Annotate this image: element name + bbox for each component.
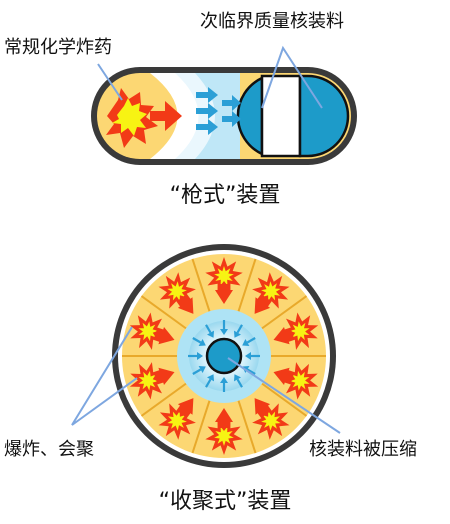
core-arrow-shaft [205, 324, 212, 334]
gun-type-device: 常规化学炸药 次临界质量核装料 “枪式”装置 [4, 11, 357, 208]
core-arrow-shaft [192, 368, 202, 375]
gun-push-arrow [150, 101, 182, 131]
core-arrow-head [220, 377, 228, 383]
lens-inward-arrow [215, 408, 233, 428]
lens-blast-core [167, 411, 187, 431]
lens-divider [261, 295, 308, 330]
explosive-lenses [122, 257, 326, 455]
lens-inward-arrow [177, 295, 194, 314]
core-arrow-shaft [236, 324, 243, 334]
core-arrow-shaft [236, 378, 243, 388]
lens-divider [191, 258, 211, 312]
core-arrow-shaft [246, 337, 256, 344]
lens-inward-arrow [254, 398, 271, 417]
core-arrow-shaft [205, 378, 212, 388]
gun-gap [260, 74, 302, 158]
core-arrow-head [197, 352, 203, 360]
lens-divider [261, 382, 308, 417]
implosion-explode-label: 爆炸、会聚 [4, 439, 94, 460]
lens-divider [191, 400, 211, 454]
lens-inward-arrow [273, 327, 294, 345]
gun-explosive-pointer [97, 63, 123, 101]
gun-caption: “枪式”装置 [170, 183, 281, 208]
lens-blast-core [167, 281, 187, 301]
lens-divider [237, 400, 257, 454]
gun-core-pointer [261, 45, 323, 109]
implosion-caption: “收聚式”装置 [159, 489, 292, 514]
core-arrow-shaft [246, 368, 256, 375]
lens-blast-core [138, 370, 158, 391]
implosion-compress-pointer [227, 357, 341, 434]
lens-inward-arrow [215, 284, 233, 304]
core-arrow-head [220, 329, 228, 335]
lens-blast-core [261, 411, 281, 431]
gun-pressure-arrows [196, 87, 241, 135]
lens-inward-arrow [154, 327, 175, 345]
implosion-inward-arrows [188, 320, 260, 392]
lens-blast-core [261, 281, 281, 301]
gun-core-label: 次临界质量核装料 [200, 11, 344, 32]
core-arrow-head [242, 339, 250, 346]
core-arrow-head [245, 352, 251, 360]
lens-inward-arrow [177, 398, 194, 417]
lens-divider [237, 258, 257, 312]
lens-inward-arrow [254, 295, 271, 314]
gun-target-core [298, 74, 350, 158]
core-arrow-head [198, 339, 206, 346]
lens-blast-core [214, 426, 234, 446]
lens-blast-core [214, 266, 234, 286]
implosion-core [205, 337, 243, 375]
lens-inward-arrow [273, 367, 294, 385]
core-arrow-head [207, 330, 214, 338]
implosion-explode-pointer [71, 326, 138, 426]
gun-explosive-label: 常规化学炸药 [4, 37, 112, 58]
implosion-device: 爆炸、会聚 核装料被压缩 “收聚式”装置 [4, 244, 417, 514]
core-arrow-head [234, 374, 241, 382]
core-arrow-head [207, 374, 214, 382]
lens-divider [140, 382, 187, 417]
implosion-compress-label: 核装料被压缩 [309, 439, 417, 460]
core-arrow-shaft [192, 337, 202, 344]
lens-blast-core [290, 321, 310, 342]
core-arrow-head [198, 366, 206, 373]
lens-divider [140, 295, 187, 330]
lens-inward-arrow [154, 367, 175, 385]
core-arrow-head [234, 330, 241, 338]
lens-blast-core [138, 321, 158, 342]
lens-blast-core [290, 370, 310, 391]
